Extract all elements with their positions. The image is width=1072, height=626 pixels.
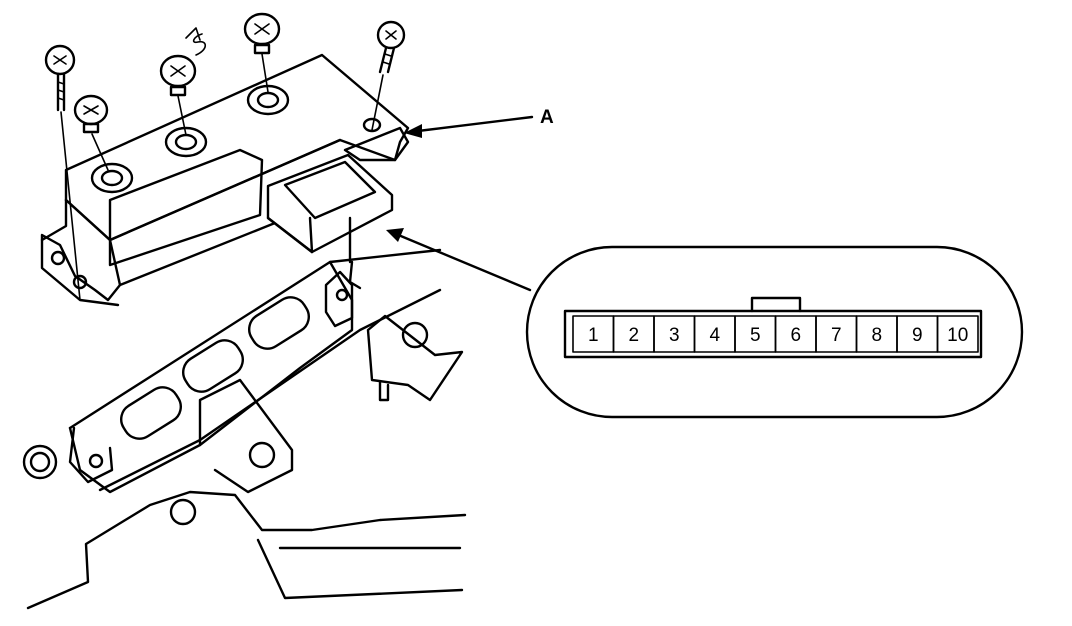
- connector-zoom-callout: [525, 245, 1024, 419]
- tightening-direction-icon: [185, 27, 207, 56]
- connector-pin-label: 3: [669, 325, 680, 346]
- bolt-left-long: [44, 44, 81, 301]
- connector-pin-label: 4: [709, 325, 720, 346]
- connector-detail: 1 2 3 4 5 6 7 8 9 10: [386, 228, 1024, 419]
- bolt-front-center: [159, 54, 197, 136]
- connector-pin-label: 1: [588, 325, 599, 346]
- callout-a-label: A: [540, 107, 554, 128]
- srs-unit: [40, 53, 410, 307]
- connector-pin-label: 5: [750, 325, 761, 346]
- bolt-front-left: [73, 94, 109, 171]
- screw-right: [371, 20, 406, 131]
- bolt-rear-center: [243, 12, 281, 93]
- connector-pin-label: 9: [912, 325, 923, 346]
- connector-pin-label: 10: [947, 325, 968, 346]
- connector-pin-label: 6: [790, 325, 801, 346]
- connector-pin-label: 7: [831, 325, 842, 346]
- connector-face: 1 2 3 4 5 6 7 8 9 10: [563, 296, 983, 359]
- connector-pin-label: 2: [628, 325, 639, 346]
- callout-a: A: [404, 107, 554, 138]
- connector-pin-cell: [936, 315, 979, 353]
- mounting-bracket: [22, 248, 467, 610]
- connector-pin-label: 8: [871, 325, 882, 346]
